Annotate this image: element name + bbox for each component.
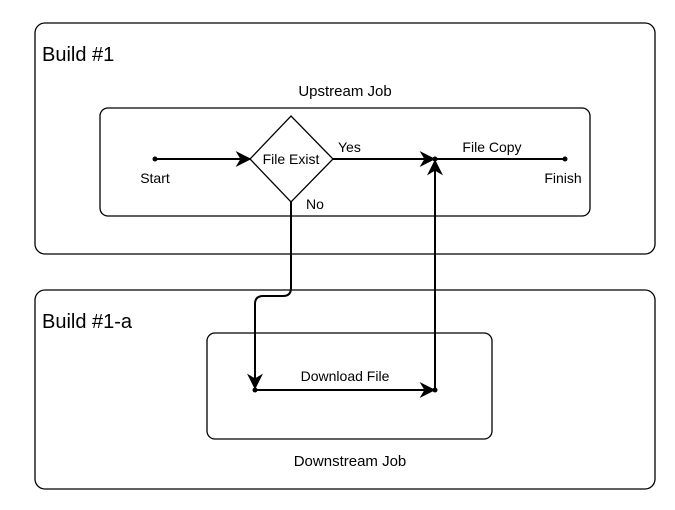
no-label: No [306,196,324,212]
no-edge [247,202,292,390]
yes-label: Yes [338,139,361,155]
build1a-container [34,289,656,490]
downstream-job-box [206,332,493,440]
start-label: Start [140,170,170,186]
upstream-job-box [99,107,591,217]
file-exist-label: File Exist [263,151,320,167]
finish-label: Finish [544,170,581,186]
build1-container [34,22,656,255]
downstream-job-label: Downstream Job [294,453,407,470]
build1a-title: Build #1-a [42,311,133,333]
file-copy-label: File Copy [462,139,521,155]
download-file-label: Download File [301,368,390,384]
build1-title: Build #1 [42,44,114,66]
finish-node [562,156,568,162]
upstream-job-label: Upstream Job [298,83,391,100]
